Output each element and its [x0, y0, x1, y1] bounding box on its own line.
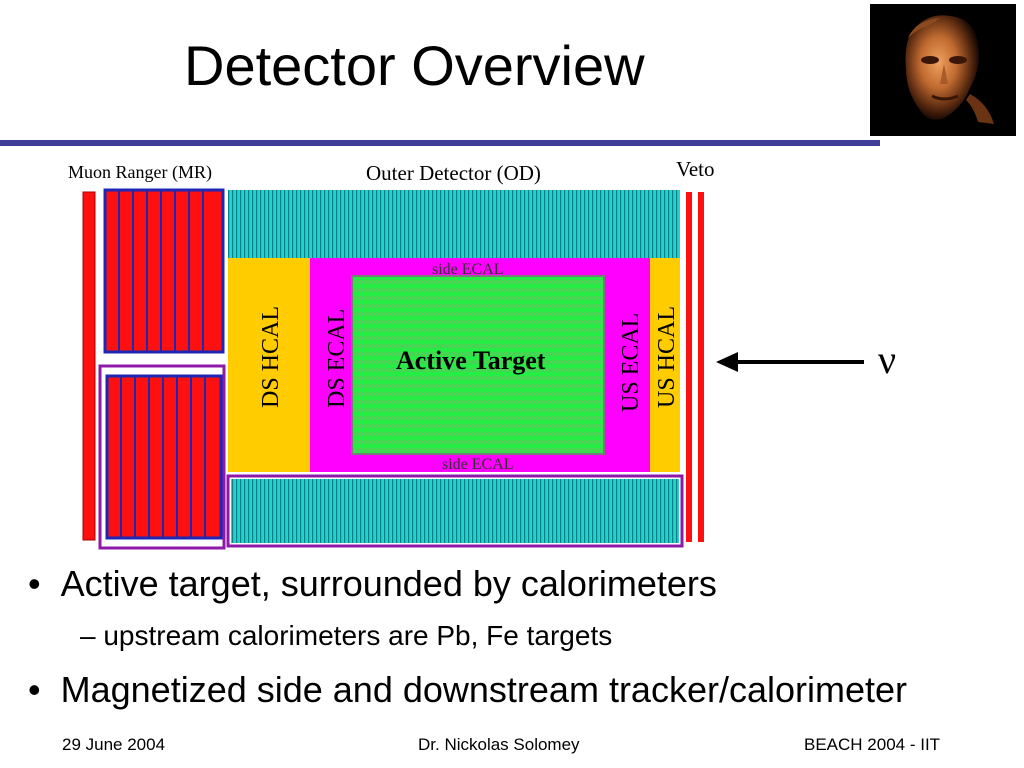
outer-detector-top: [228, 190, 680, 258]
active-target: [351, 275, 605, 455]
us-hcal-label: US HCAL: [654, 306, 680, 408]
detector-diagram: Muon Ranger (MR) Outer Detector (OD) Vet…: [68, 157, 715, 550]
mr-outer-bar: [82, 191, 96, 541]
bullet-item-1: • Active target, surrounded by calorimet…: [28, 566, 717, 602]
slide-title: Detector Overview: [184, 34, 645, 97]
title-divider-gap: [880, 140, 1024, 146]
us-hcal: [650, 258, 680, 472]
ds-ecal-label: DS ECAL: [324, 309, 350, 408]
bullet-text: Magnetized side and downstream tracker/c…: [60, 669, 908, 710]
sub-bullet-marker: –: [80, 620, 96, 651]
outer-detector-bottom: [231, 479, 679, 543]
sub-bullet-text: upstream calorimeters are Pb, Fe targets: [103, 620, 613, 651]
neutrino-symbol: ν: [878, 337, 897, 382]
ds-hcal-label: DS HCAL: [258, 306, 284, 408]
outer-detector-bottom-frame: [226, 474, 684, 548]
outer-detector-label: Outer Detector (OD): [366, 161, 541, 185]
side-ecal-bottom-label: side ECAL: [442, 456, 514, 473]
mr-upper-block: [103, 188, 225, 354]
muon-ranger-label: Muon Ranger (MR): [68, 162, 212, 183]
mr-lower-frame: [98, 364, 226, 550]
portrait-image: [870, 4, 1016, 136]
footer-date: 29 June 2004: [62, 735, 166, 754]
muon-ranger: [82, 188, 226, 550]
bullet-text: Active target, surrounded by calorimeter…: [60, 563, 717, 604]
bullet-marker: •: [28, 669, 41, 710]
ds-hcal: [228, 258, 310, 472]
footer-event: BEACH 2004 - IIT: [804, 735, 941, 754]
sub-bullet-item-1: – upstream calorimeters are Pb, Fe targe…: [80, 622, 612, 650]
active-target-label: Active Target: [396, 346, 546, 375]
title-divider: [0, 140, 880, 146]
footer-author: Dr. Nickolas Solomey: [418, 735, 580, 754]
side-ecal-top-label: side ECAL: [432, 261, 504, 278]
bullet-marker: •: [28, 563, 41, 604]
veto-bar-2: [698, 192, 704, 542]
neutrino-arrow-icon: [716, 352, 864, 372]
veto-bar-1: [686, 192, 692, 542]
bullet-item-2: • Magnetized side and downstream tracker…: [28, 672, 907, 708]
us-ecal-label: US ECAL: [618, 313, 644, 412]
veto-label: Veto: [676, 157, 715, 181]
